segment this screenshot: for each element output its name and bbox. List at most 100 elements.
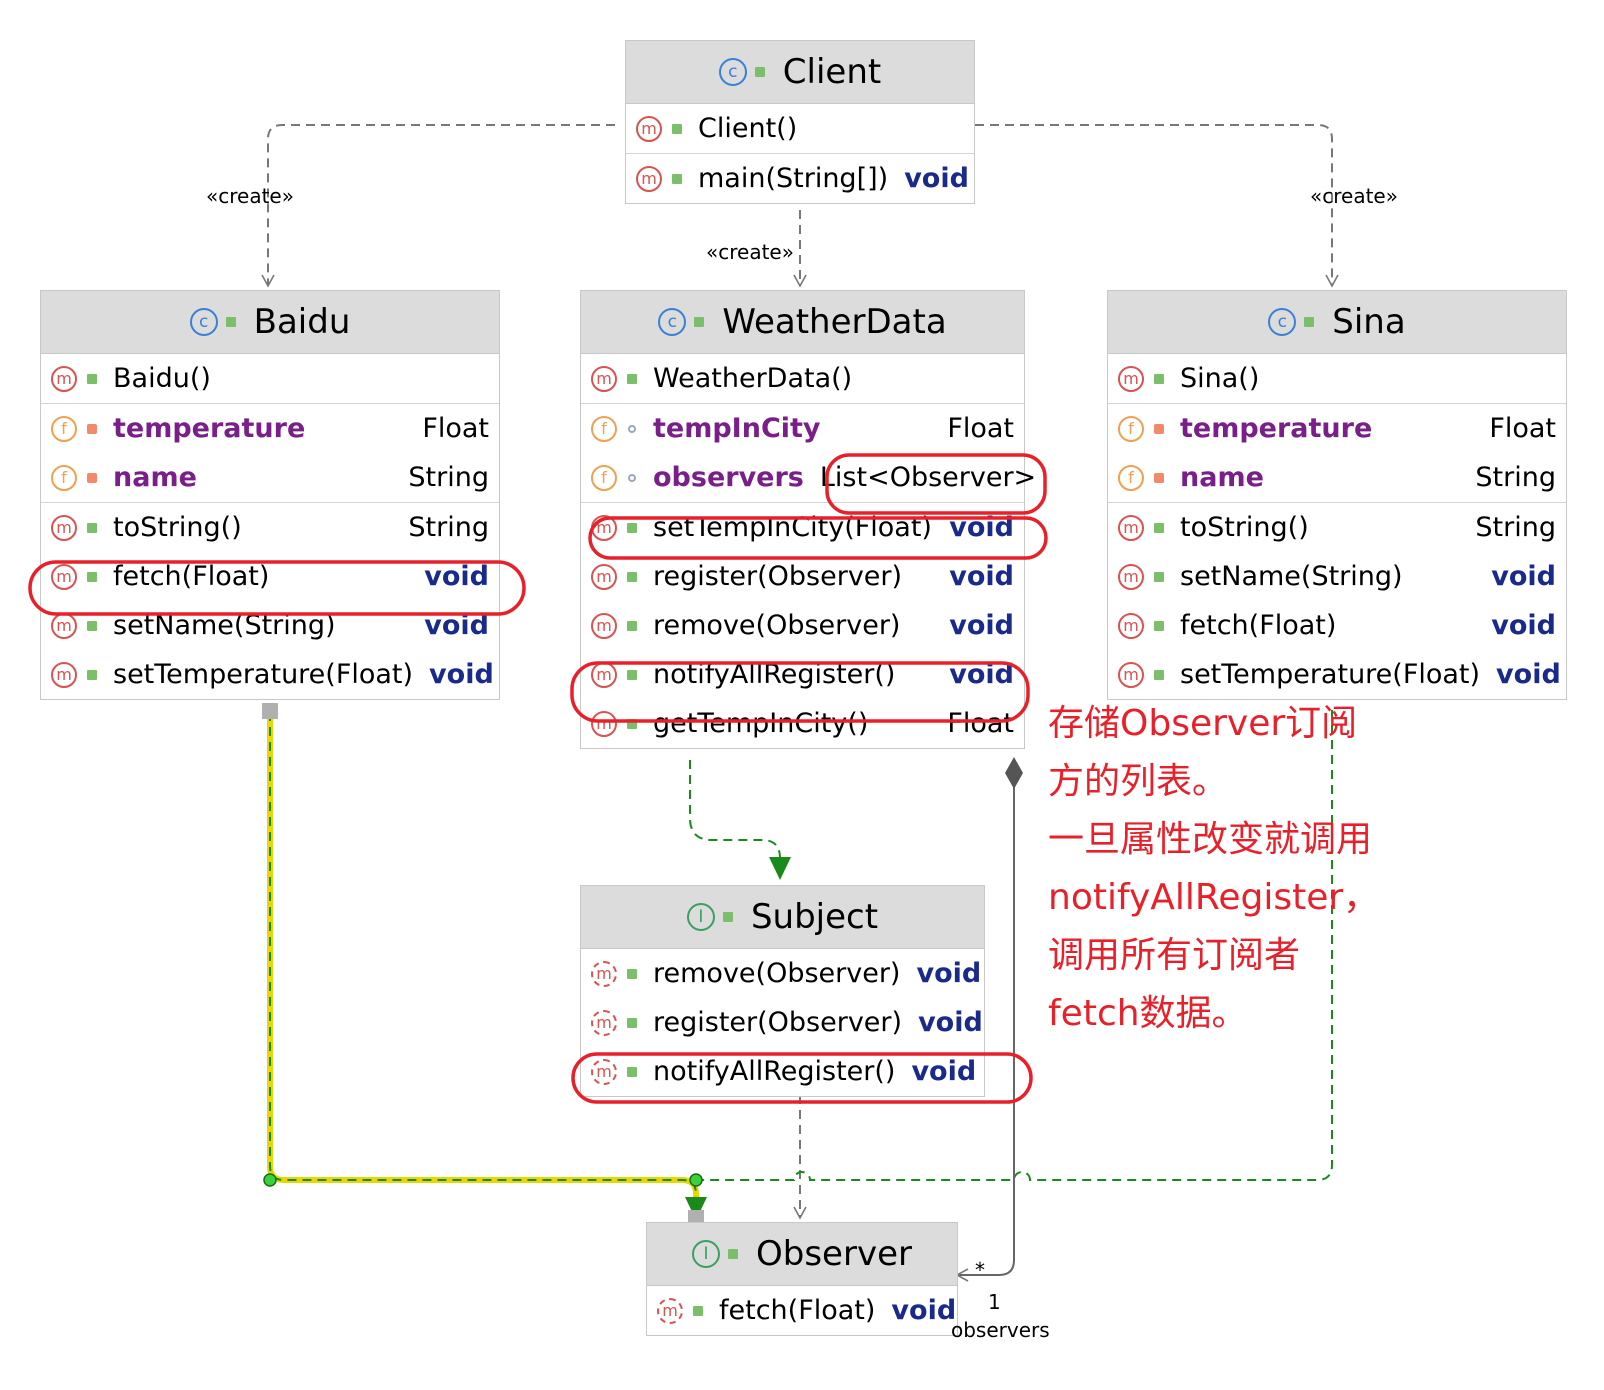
field-name: temperature — [113, 413, 306, 444]
public-icon — [670, 122, 684, 136]
package-private-icon — [625, 471, 639, 485]
field-icon: f — [1118, 464, 1144, 491]
create-dependency-baidu[interactable] — [261, 124, 615, 288]
public-icon — [1302, 315, 1316, 329]
method-signature: getTempInCity() — [653, 708, 869, 739]
method-signature: fetch(Float) — [1180, 610, 1337, 641]
return-type: void — [949, 512, 1014, 543]
interface-icon: I — [686, 903, 715, 931]
field-name: name — [1180, 462, 1264, 493]
method-signature: setTemperature(Float) — [113, 659, 414, 690]
private-lock-icon — [85, 422, 99, 436]
multiplicity-one: 1 — [988, 1290, 1001, 1314]
method-signature: setName(String) — [1180, 561, 1403, 592]
return-type: void — [949, 610, 1014, 641]
method-signature: register(Observer) — [653, 1007, 903, 1038]
wire-handle-top[interactable] — [262, 703, 278, 719]
method-icon: m — [636, 165, 662, 192]
interface-icon: I — [692, 1240, 720, 1268]
method-icon: m — [591, 612, 617, 639]
public-icon — [85, 570, 99, 584]
public-icon — [1152, 521, 1166, 535]
wire-bend-point-left[interactable] — [263, 1173, 277, 1187]
aggregation-diamond — [1005, 757, 1023, 789]
method-icon: m — [591, 661, 617, 688]
class-icon: c — [658, 308, 687, 336]
method-signature: setName(String) — [113, 610, 336, 641]
method-signature: setTempInCity(Float) — [653, 512, 932, 543]
return-type: void — [918, 1007, 983, 1038]
realization-sina-observer[interactable] — [696, 710, 1333, 1181]
method-row[interactable]: m remove(Observer) void — [581, 601, 1024, 650]
method-icon: m — [591, 1009, 617, 1036]
class-name: WeatherData — [722, 302, 947, 342]
public-icon — [692, 315, 706, 329]
method-signature: Baidu() — [113, 363, 211, 394]
method-icon: m — [51, 514, 77, 541]
public-icon — [625, 1065, 639, 1079]
method-row[interactable]: m register(Observer) void — [581, 998, 984, 1047]
public-icon — [1152, 570, 1166, 584]
method-icon: m — [591, 1058, 617, 1085]
field-icon: f — [51, 415, 77, 442]
note-line: 方的列表。 — [1048, 761, 1229, 802]
create-dependency-sina[interactable] — [975, 124, 1339, 288]
public-icon — [670, 172, 684, 186]
method-signature: notifyAllRegister() — [653, 1056, 896, 1087]
aggregation-observers[interactable] — [955, 768, 1015, 1282]
note-line: 存储Observer订阅 — [1048, 703, 1358, 744]
create-label-right: «create» — [1310, 184, 1398, 208]
wire-bend-point-right[interactable] — [689, 1173, 703, 1187]
method-signature: remove(Observer) — [653, 610, 901, 641]
create-label-left: «create» — [206, 184, 294, 208]
public-icon — [625, 1016, 639, 1030]
field-icon: f — [1118, 415, 1144, 442]
public-icon — [1152, 372, 1166, 386]
method-signature: toString() — [1180, 512, 1309, 543]
package-private-icon — [625, 422, 639, 436]
method-icon: m — [1118, 365, 1144, 392]
field-name: tempInCity — [653, 413, 821, 444]
return-type: void — [949, 561, 1014, 592]
class-name: Sina — [1332, 302, 1406, 342]
realization-weatherdata-subject[interactable] — [689, 760, 791, 880]
class-name: Subject — [750, 897, 879, 937]
